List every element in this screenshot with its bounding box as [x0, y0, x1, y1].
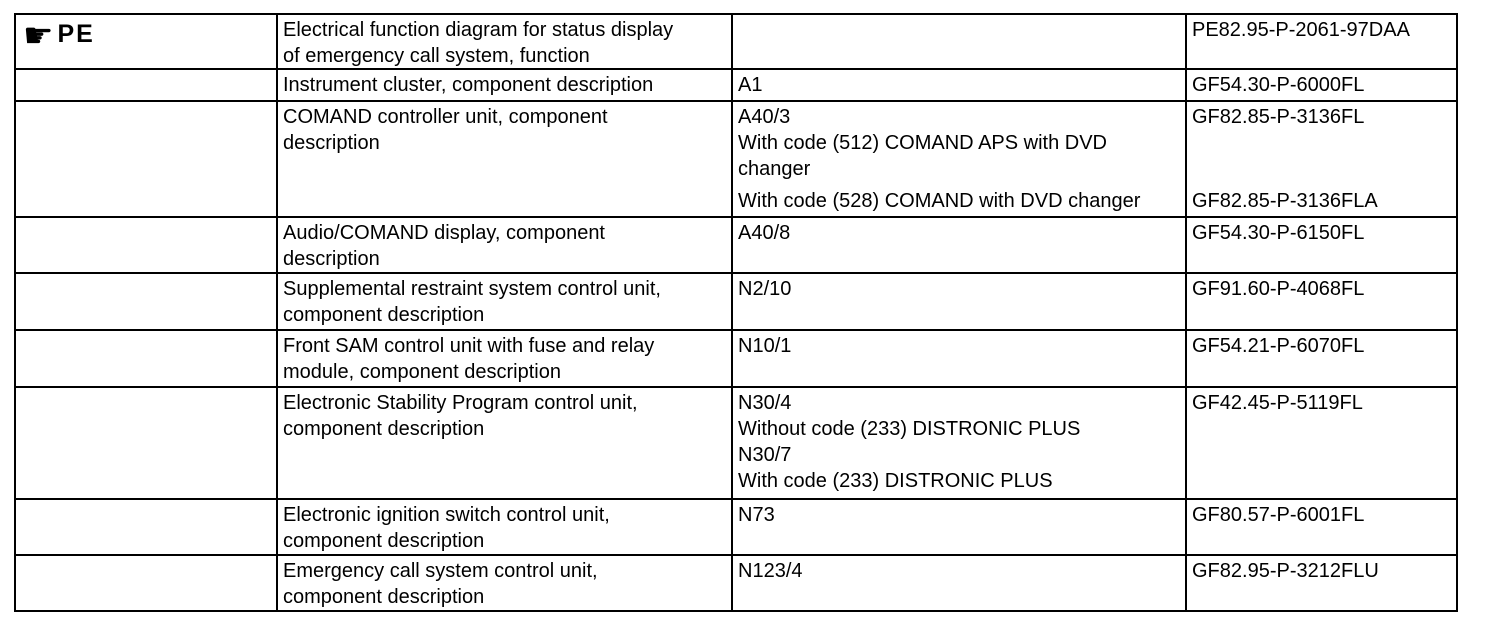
- reference-cell: [16, 218, 278, 272]
- component-text: N2/10: [738, 278, 792, 300]
- document-number-cell: GF54.30-P-6000FL: [1187, 70, 1456, 100]
- description-cell: Supplemental restraint system control un…: [278, 274, 733, 329]
- table-row: Electronic Stability Program control uni…: [16, 388, 1456, 500]
- description-cell: COMAND controller unit, component descri…: [278, 102, 733, 216]
- component-text: N73: [738, 504, 775, 526]
- description-text: Front SAM control unit with fuse and rel…: [283, 335, 655, 383]
- pe-reference-marker[interactable]: ☛ PE: [21, 17, 270, 53]
- description-cell: Front SAM control unit with fuse and rel…: [278, 331, 733, 386]
- document-number[interactable]: GF42.45-P-5119FL: [1192, 392, 1363, 414]
- component-cell: N10/1: [733, 331, 1187, 386]
- component-cell: A40/8: [733, 218, 1187, 272]
- document-number[interactable]: GF54.21-P-6070FL: [1192, 335, 1365, 357]
- description-text: COMAND controller unit, component descri…: [283, 106, 608, 154]
- description-cell: Emergency call system control unit, comp…: [278, 556, 733, 610]
- reference-cell: [16, 388, 278, 498]
- component-cell: N123/4: [733, 556, 1187, 610]
- document-number[interactable]: GF82.85-P-3136FL: [1192, 106, 1365, 128]
- document-number[interactable]: GF82.95-P-3212FLU: [1192, 560, 1379, 582]
- document-number[interactable]: GF91.60-P-4068FL: [1192, 278, 1365, 300]
- description-text: Emergency call system control unit, comp…: [283, 560, 598, 608]
- pointing-hand-icon: ☛: [23, 17, 54, 55]
- description-text: Electronic ignition switch control unit,…: [283, 504, 610, 552]
- table-row: Front SAM control unit with fuse and rel…: [16, 331, 1456, 388]
- document-number-cell: GF54.30-P-6150FL: [1187, 218, 1456, 272]
- document-number-cell: GF80.57-P-6001FL: [1187, 500, 1456, 554]
- document-number-cell: GF91.60-P-4068FL: [1187, 274, 1456, 329]
- reference-cell: [16, 500, 278, 554]
- reference-cell: [16, 556, 278, 610]
- component-cell: N2/10: [733, 274, 1187, 329]
- description-text: Audio/COMAND display, component descript…: [283, 222, 605, 270]
- document-number-cell: GF54.21-P-6070FL: [1187, 331, 1456, 386]
- component-text: N10/1: [738, 335, 792, 357]
- description-cell: Electronic Stability Program control uni…: [278, 388, 733, 498]
- table-row: Instrument cluster, component descriptio…: [16, 70, 1456, 102]
- table-row: COMAND controller unit, component descri…: [16, 102, 1456, 218]
- table-row: Supplemental restraint system control un…: [16, 274, 1456, 331]
- document-number-cell: GF42.45-P-5119FL: [1187, 388, 1456, 498]
- reference-cell: [16, 331, 278, 386]
- document-number[interactable]: PE82.95-P-2061-97DAA: [1192, 19, 1410, 41]
- document-number-cell: GF82.95-P-3212FLU: [1187, 556, 1456, 610]
- description-cell: Audio/COMAND display, component descript…: [278, 218, 733, 272]
- document-number-variant[interactable]: GF82.85-P-3136FLA: [1192, 190, 1378, 212]
- document-number-cell: GF82.85-P-3136FL GF82.85-P-3136FLA: [1187, 102, 1456, 216]
- table-row: Emergency call system control unit, comp…: [16, 556, 1456, 610]
- description-text: Instrument cluster, component descriptio…: [283, 74, 654, 96]
- description-text: Supplemental restraint system control un…: [283, 278, 661, 326]
- component-text: N123/4: [738, 560, 803, 582]
- document-number-cell: PE82.95-P-2061-97DAA: [1187, 15, 1456, 68]
- document-number[interactable]: GF80.57-P-6001FL: [1192, 504, 1365, 526]
- reference-label: PE: [57, 20, 95, 48]
- component-cell: A40/3 With code (512) COMAND APS with DV…: [733, 102, 1187, 216]
- component-cell: A1: [733, 70, 1187, 100]
- description-cell: Electronic ignition switch control unit,…: [278, 500, 733, 554]
- component-cell: [733, 15, 1187, 68]
- reference-cell: [16, 70, 278, 100]
- component-text-variant: With code (528) COMAND with DVD changer: [738, 190, 1141, 212]
- reference-cell: [16, 274, 278, 329]
- component-text: N30/4 Without code (233) DISTRONIC PLUS …: [738, 392, 1081, 492]
- reference-cell: [16, 102, 278, 216]
- table-row: Audio/COMAND display, component descript…: [16, 218, 1456, 274]
- document-number[interactable]: GF54.30-P-6150FL: [1192, 222, 1365, 244]
- component-text: A40/3 With code (512) COMAND APS with DV…: [738, 106, 1107, 180]
- component-text: A1: [738, 74, 763, 96]
- description-text: Electrical function diagram for status d…: [283, 19, 674, 67]
- component-text: A40/8: [738, 222, 791, 244]
- reference-cell: ☛ PE: [16, 15, 278, 68]
- table-row: ☛ PE Electrical function diagram for sta…: [16, 15, 1456, 70]
- table-row: Electronic ignition switch control unit,…: [16, 500, 1456, 556]
- component-cell: N73: [733, 500, 1187, 554]
- document-number[interactable]: GF54.30-P-6000FL: [1192, 74, 1365, 96]
- description-cell: Electrical function diagram for status d…: [278, 15, 733, 68]
- description-cell: Instrument cluster, component descriptio…: [278, 70, 733, 100]
- description-text: Electronic Stability Program control uni…: [283, 392, 638, 440]
- component-cell: N30/4 Without code (233) DISTRONIC PLUS …: [733, 388, 1187, 498]
- component-reference-table: ☛ PE Electrical function diagram for sta…: [14, 13, 1458, 612]
